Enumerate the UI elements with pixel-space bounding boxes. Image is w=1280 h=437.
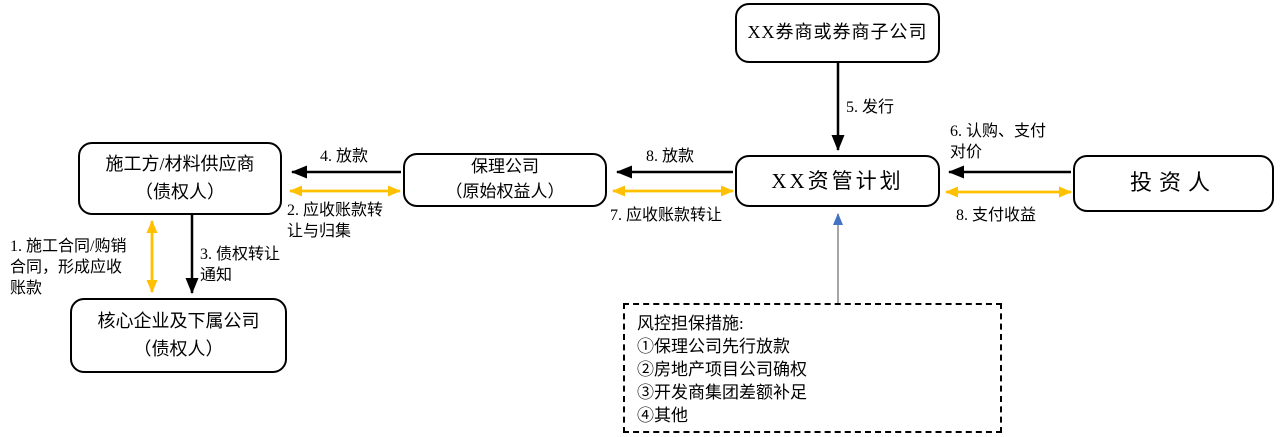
- node-broker-label: XX券商或券商子公司: [747, 22, 928, 43]
- risk-control-item: ②房地产项目公司确权: [637, 360, 807, 379]
- node-factoring-line1: 保理公司: [471, 157, 539, 177]
- node-core-line2: （债权人）: [133, 338, 224, 359]
- node-investor-label: 投资人: [1129, 170, 1217, 196]
- node-core-enterprise: 核心企业及下属公司 （债权人）: [70, 298, 287, 373]
- node-asset-management-plan: XX资管计划: [735, 155, 940, 207]
- risk-control-item: ④其他: [637, 406, 688, 425]
- flow-label-4-loan: 4. 放款: [319, 148, 368, 165]
- node-investor: 投资人: [1073, 155, 1274, 212]
- risk-control-box: 风控担保措施: ①保理公司先行放款 ②房地产项目公司确权 ③开发商集团差额补足 …: [623, 303, 1002, 433]
- flow-label-1-contract: 1. 施工合同/购销合同，形成应收账款: [10, 238, 127, 297]
- node-supplier-line2: （债权人）: [135, 181, 225, 202]
- risk-control-title: 风控担保措施:: [637, 314, 744, 333]
- flow-label-2-receivables-transfer: 2. 应收账款转让与归集: [287, 202, 384, 240]
- node-supplier: 施工方/材料供应商 （债权人）: [78, 142, 282, 215]
- flow-label-8-pay-income: 8. 支付收益: [956, 207, 1037, 224]
- node-factoring-company: 保理公司 （原始权益人）: [403, 153, 607, 207]
- node-core-line1: 核心企业及下属公司: [97, 310, 260, 331]
- node-broker: XX券商或券商子公司: [735, 3, 940, 63]
- flow-label-3-transfer-notice: 3. 债权转让通知: [200, 246, 281, 284]
- flow-label-7-receivables-transfer: 7. 应收账款转让: [610, 207, 723, 224]
- node-factoring-line2: （原始权益人）: [445, 182, 565, 201]
- risk-control-item: ①保理公司先行放款: [637, 337, 790, 356]
- risk-control-item: ③开发商集团差额补足: [637, 383, 807, 402]
- node-supplier-line1: 施工方/材料供应商: [105, 153, 255, 174]
- flow-label-5-issuance: 5. 发行: [846, 99, 895, 116]
- flow-label-8-loan: 8. 放款: [645, 148, 694, 165]
- flow-label-6-subscription: 6. 认购、支付对价: [950, 123, 1047, 161]
- node-plan-label: XX资管计划: [771, 168, 904, 193]
